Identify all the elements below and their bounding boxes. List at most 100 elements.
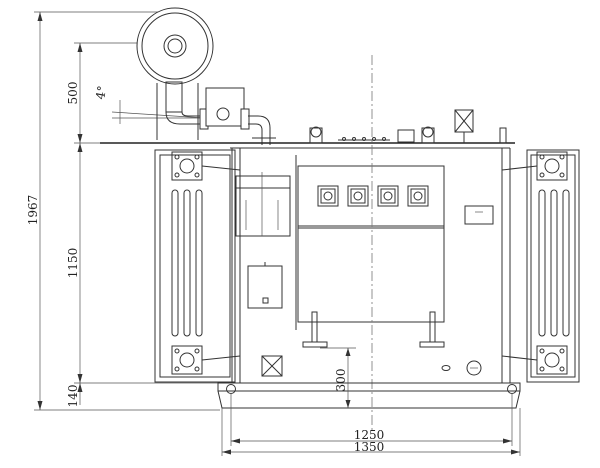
- lifting-lug-right-base: [421, 127, 435, 144]
- radiator-left-bolt-6: [194, 348, 200, 354]
- bolt-3: [362, 137, 366, 141]
- front-panel: [297, 165, 445, 323]
- radiator-left-bottom-valve: [179, 352, 195, 368]
- radiator-left-bolt-1: [174, 154, 180, 160]
- panel-foot-right: [429, 311, 436, 343]
- panel-foot-left-base: [302, 341, 328, 348]
- radiator-left-bottom-flange: [171, 345, 203, 375]
- radiator-right-bolt-4: [559, 172, 565, 178]
- lifting-lug-left: [310, 126, 322, 138]
- radiator-left-fin-1: [171, 189, 179, 337]
- bolt-1: [342, 137, 346, 141]
- radiator-right-bolt-3: [539, 172, 545, 178]
- wheel-height-arrow-bottom: [345, 400, 351, 408]
- drain-valve-box: [261, 355, 283, 377]
- terminal-box: [235, 175, 291, 237]
- main-tank: [231, 147, 511, 384]
- tank-cover: [100, 109, 515, 149]
- dim-tank-height: 1150: [66, 248, 80, 279]
- dim-conservator-height: 500: [66, 82, 80, 105]
- bolt-5: [382, 137, 386, 141]
- radiator-left: [154, 149, 241, 383]
- radiator-right-bottom-flange: [536, 345, 568, 375]
- conservator-end-cap: [163, 34, 187, 58]
- radiator-left-bolt-7: [174, 366, 180, 372]
- radiator-left-bolt-4: [194, 172, 200, 178]
- arrow-bottom: [37, 401, 43, 410]
- base-skid: [217, 382, 521, 409]
- angle-annotation: 4°: [93, 85, 206, 124]
- radiator-right-bolt-5: [539, 348, 545, 354]
- base-channel: [217, 390, 521, 409]
- dim-angle: 4°: [93, 85, 109, 101]
- radiator-right-inner: [530, 154, 576, 378]
- radiator-right-bolt-8: [559, 366, 565, 372]
- radiator-left-inner: [159, 154, 231, 378]
- radiator-left-top-valve: [179, 158, 195, 174]
- radiator-left-fin-2: [183, 189, 191, 337]
- arrow-c3: [77, 143, 83, 152]
- radiator-left-bolt-3: [174, 172, 180, 178]
- base-top-rail: [217, 382, 521, 392]
- radiator-right-fin-1: [538, 189, 546, 337]
- prv-cross-2: [454, 109, 474, 133]
- dim-total-height: 1967: [26, 195, 40, 226]
- radiator-right-bolt-2: [559, 154, 565, 160]
- arrow-c5: [77, 383, 83, 392]
- tank-pipe-inner: [248, 123, 263, 145]
- sampling-valve: [441, 365, 451, 371]
- conservator-body: [136, 7, 214, 85]
- radiator-right: [501, 149, 580, 383]
- wheel-height-arrow-top: [345, 348, 351, 356]
- arrow-c1: [77, 43, 83, 52]
- bushing-flange-2: [347, 185, 369, 207]
- buchholz-relay: [205, 87, 245, 127]
- arrow-top: [37, 12, 43, 21]
- buchholz-flange-right: [240, 108, 250, 130]
- cabinet-lock: [262, 297, 269, 304]
- earthing-terminal: [466, 360, 482, 376]
- conservator-center: [167, 38, 183, 54]
- radiator-right-bolt-6: [559, 348, 565, 354]
- buchholz-window: [216, 107, 230, 121]
- tank-pipe-outer: [248, 115, 271, 145]
- angle-ref-line: [111, 111, 206, 119]
- wheel-span-arrow-left: [231, 438, 240, 444]
- dim-base-length: 1350: [354, 440, 385, 454]
- dim-base-height: 140: [66, 385, 80, 408]
- dim-wheel-height: 300: [334, 369, 348, 392]
- thermometer-pocket: [397, 129, 415, 143]
- base-length-arrow-left: [222, 449, 231, 455]
- radiator-right-top-valve: [544, 158, 560, 174]
- radiator-left-bolt-5: [174, 348, 180, 354]
- bushing-flange-3: [377, 185, 399, 207]
- radiator-right-fin-3: [562, 189, 570, 337]
- arrow-c4: [77, 374, 83, 383]
- lifting-lug-right: [422, 126, 434, 138]
- conservator-pipe-bend-inner: [181, 111, 200, 117]
- panel-foot-right-base: [419, 341, 445, 348]
- lifting-lug-left-base: [309, 127, 323, 144]
- radiator-right-frame: [526, 149, 580, 383]
- wheel-left: [226, 384, 236, 394]
- base-length-arrow-right: [511, 449, 520, 455]
- radiator-right-bolt-1: [539, 154, 545, 160]
- wheel-span-arrow-right: [503, 438, 512, 444]
- left-dimension-chain: 1967 500 1150 140: [26, 11, 240, 411]
- nameplate: [464, 205, 494, 225]
- wheel-height-dimension: 300: [320, 347, 356, 408]
- wheel-right: [507, 384, 517, 394]
- bolt-4: [372, 137, 376, 141]
- conservator-pipe-vertical: [165, 81, 183, 113]
- radiator-left-fin-3: [195, 189, 203, 337]
- radiator-left-frame: [154, 149, 236, 383]
- radiator-left-bolt-8: [194, 366, 200, 372]
- conservator-flange: [141, 12, 209, 80]
- radiator-right-fin-2: [550, 189, 558, 337]
- bolt-2: [352, 137, 356, 141]
- drain-valve-cross-2: [261, 355, 283, 377]
- bushing-flange-1: [317, 185, 339, 207]
- radiator-right-top-pipe: [501, 165, 538, 171]
- radiator-left-bolt-2: [194, 154, 200, 160]
